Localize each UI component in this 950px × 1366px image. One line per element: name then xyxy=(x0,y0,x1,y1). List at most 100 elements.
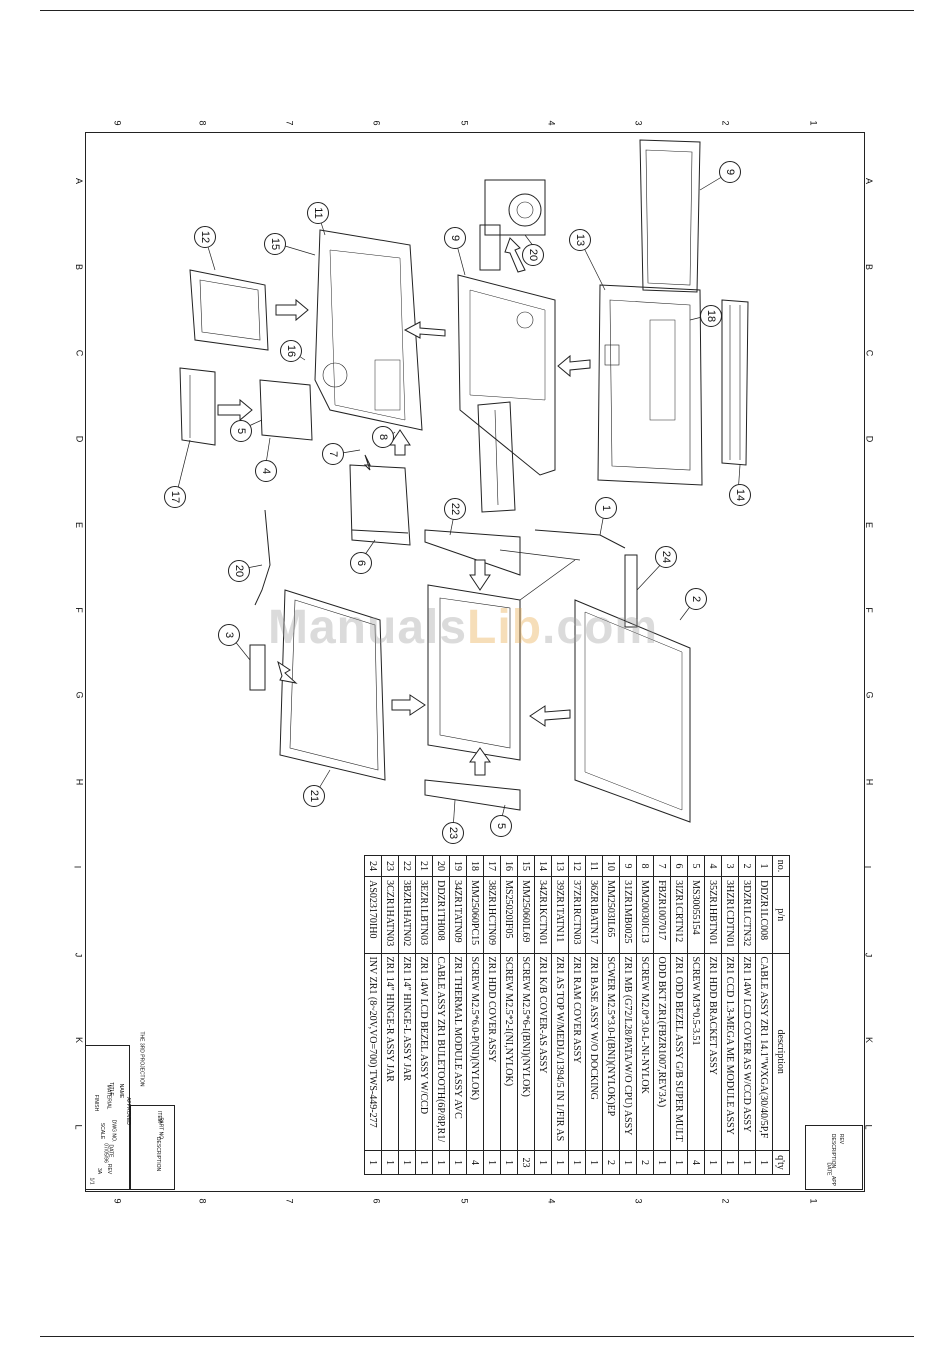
callout-12: 12 xyxy=(194,226,216,248)
callout-16: 16 xyxy=(280,340,302,362)
ruler-letter: D xyxy=(74,435,85,443)
ruler-num: 6 xyxy=(371,1198,382,1204)
ruler-letter: B xyxy=(74,263,85,271)
item-block: ITEM PART NO. DESCRIPTION xyxy=(130,1105,175,1190)
ruler-letter: L xyxy=(73,1124,84,1130)
ruler-num: 7 xyxy=(284,120,295,126)
col-no: no. xyxy=(772,855,790,877)
callout-5a: 5 xyxy=(230,420,252,442)
ruler-num: 8 xyxy=(197,120,208,126)
title-block: THE 3RD PROJECTION NAME APPROVED TITLE M… xyxy=(85,1031,145,1190)
rev-app-label: APP xyxy=(830,1175,837,1187)
callout-13: 13 xyxy=(569,229,591,251)
ruler-letter: H xyxy=(864,778,875,786)
watermark: ManualsLib.com xyxy=(268,601,659,654)
scale-label: SCALE xyxy=(99,1122,106,1140)
ruler-num: 7 xyxy=(284,1198,295,1204)
callout-2: 2 xyxy=(685,588,707,610)
projection-label: THE 3RD PROJECTION xyxy=(138,1031,145,1087)
callout-14: 14 xyxy=(729,484,751,506)
approved-label: APPROVED xyxy=(124,1097,131,1125)
rev-label: REV xyxy=(838,1133,845,1145)
callout-24: 24 xyxy=(655,546,677,568)
ruler-num: 3 xyxy=(633,1198,644,1204)
ruler-letter: I xyxy=(72,865,83,869)
table-header-row: no. p/n description q'ty xyxy=(772,855,790,1175)
rev-date-label: DATE xyxy=(825,1162,832,1176)
ruler-num: 6 xyxy=(371,120,382,126)
ruler-letter: H xyxy=(74,778,85,786)
ruler-num: 5 xyxy=(459,120,470,126)
ruler-letter: K xyxy=(864,1036,875,1044)
ruler-letter: J xyxy=(73,952,84,958)
finish-label: FINISH xyxy=(93,1094,100,1112)
ruler-letter: J xyxy=(863,952,874,958)
ruler-num: 1 xyxy=(808,1198,819,1204)
dwg-no-label: DWG NO. xyxy=(110,1119,117,1143)
callout-7: 7 xyxy=(322,443,344,465)
callout-1: 1 xyxy=(595,497,617,519)
ruler-num: 9 xyxy=(112,120,123,126)
bottom-rule xyxy=(40,1336,914,1337)
ruler-num: 1 xyxy=(808,120,819,126)
callout-4: 4 xyxy=(255,460,277,482)
callout-18: 18 xyxy=(700,305,722,327)
material-label: MATERIAL xyxy=(105,1084,112,1110)
callout-21: 21 xyxy=(303,785,325,807)
ruler-letter: E xyxy=(74,521,85,529)
name-label: NAME xyxy=(118,1083,125,1099)
callout-9: 9 xyxy=(444,227,466,249)
callout-5b: 5 xyxy=(490,815,512,837)
callout-11: 11 xyxy=(307,202,329,224)
revision-block: REV DESCRIPTION DATE APP xyxy=(805,1125,863,1190)
ruler-letter: K xyxy=(74,1036,85,1044)
ruler-num: 2 xyxy=(720,120,731,126)
col-pn: p/n xyxy=(772,876,790,954)
ruler-letter: C xyxy=(74,349,85,357)
ruler-letter: E xyxy=(864,521,875,529)
sheet-value: 1/1 xyxy=(88,1177,95,1185)
col-qty: q'ty xyxy=(772,1150,790,1175)
callout-10: 9 xyxy=(719,161,741,183)
ruler-letter: D xyxy=(864,435,875,443)
callout-19: 20 xyxy=(522,244,544,266)
callout-20: 20 xyxy=(228,560,250,582)
ruler-letter: G xyxy=(864,691,875,699)
ruler-num: 4 xyxy=(546,1198,557,1204)
callout-3: 3 xyxy=(218,624,240,646)
callout-8: 8 xyxy=(372,426,394,448)
ruler-letter: G xyxy=(74,691,85,699)
rev-label-tb: REV xyxy=(106,1163,113,1175)
description-label: DESCRIPTION xyxy=(155,1136,162,1172)
ruler-letter: I xyxy=(862,865,873,869)
callout-6: 6 xyxy=(350,552,372,574)
rev-value: 3A xyxy=(96,1167,103,1175)
callout-22: 22 xyxy=(444,498,466,520)
ruler-num: 3 xyxy=(633,120,644,126)
callout-15: 15 xyxy=(264,233,286,255)
ruler-num: 4 xyxy=(546,120,557,126)
ruler-letter: F xyxy=(863,607,874,613)
top-rule xyxy=(40,10,914,11)
